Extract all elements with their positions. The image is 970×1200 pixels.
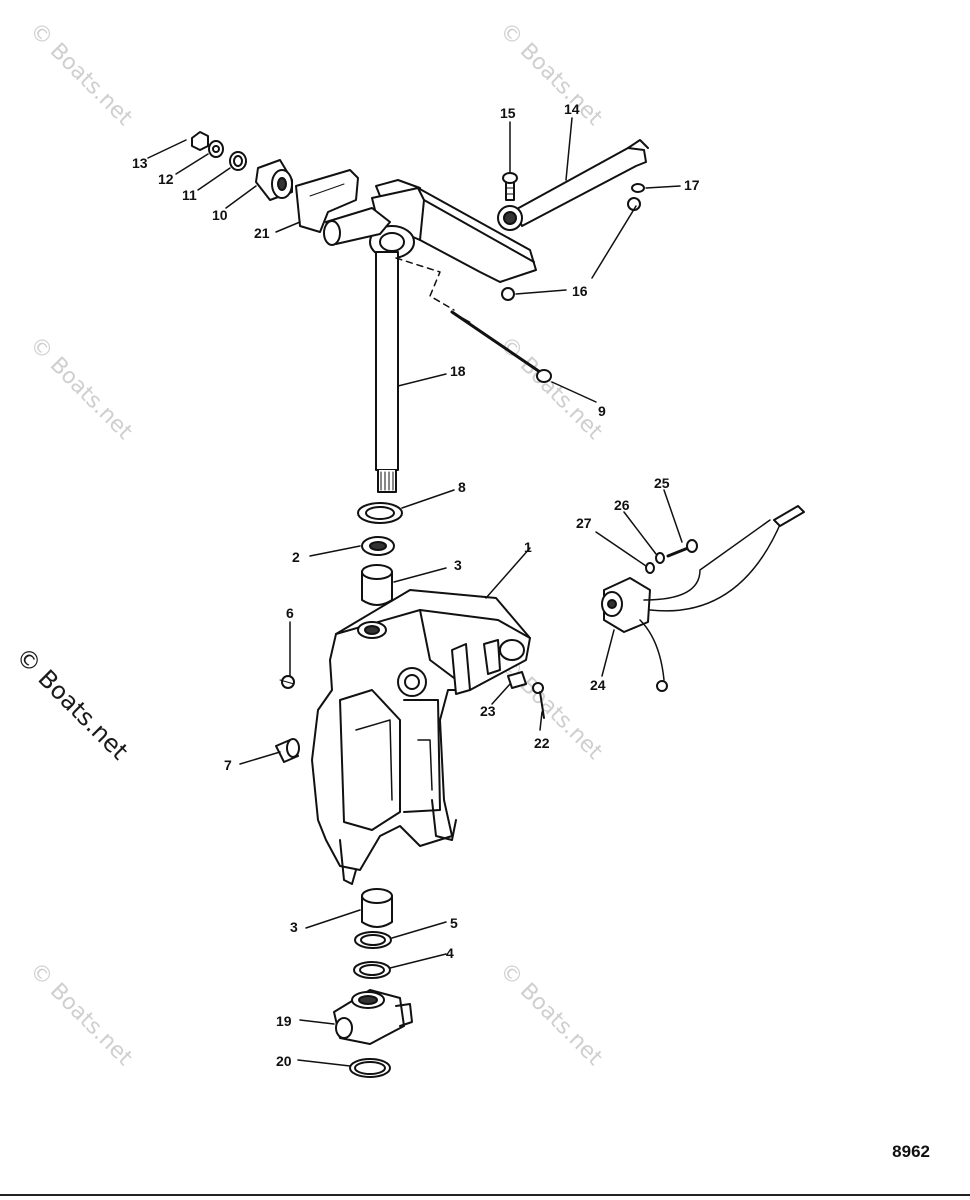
callout-13: 13 <box>132 155 148 171</box>
bottom-border <box>0 1194 970 1196</box>
callout-17: 17 <box>684 177 700 193</box>
bushing-3-upper <box>361 564 393 606</box>
bolt-15 <box>502 172 518 201</box>
leader-lines <box>147 117 683 1067</box>
callout-3-lower: 3 <box>290 919 298 935</box>
callout-6: 6 <box>286 605 294 621</box>
callout-14: 14 <box>564 101 580 117</box>
swivel-bracket <box>311 589 531 885</box>
callout-7: 7 <box>224 757 232 773</box>
bushing-3-lower <box>361 888 393 928</box>
callout-18: 18 <box>450 363 466 379</box>
callout-16: 16 <box>572 283 588 299</box>
callout-27: 27 <box>576 515 592 531</box>
callout-12: 12 <box>158 171 174 187</box>
clip-23 <box>507 671 527 689</box>
callout-1: 1 <box>524 539 532 555</box>
trim-sender <box>601 505 805 692</box>
figure-number: 8962 <box>892 1142 930 1161</box>
screw-22 <box>532 682 545 719</box>
washer-8 <box>357 502 403 524</box>
washer-26 <box>655 552 665 564</box>
callout-26: 26 <box>614 497 630 513</box>
callout-21: 21 <box>254 225 270 241</box>
callout-5: 5 <box>450 915 458 931</box>
callout-10: 10 <box>212 207 228 223</box>
steering-tube <box>375 251 399 493</box>
callout-25: 25 <box>654 475 670 491</box>
callout-4: 4 <box>446 945 454 961</box>
bushing-7 <box>275 738 300 763</box>
steering-yoke <box>333 989 413 1045</box>
washer-27 <box>645 562 655 574</box>
callout-23: 23 <box>480 703 496 719</box>
washer-17 <box>631 183 645 193</box>
callout-9: 9 <box>598 403 606 419</box>
screw-25 <box>666 539 698 558</box>
nut-13 <box>191 131 209 151</box>
tie-bar <box>497 139 649 231</box>
callout-20: 20 <box>276 1053 292 1069</box>
nut-16 <box>501 287 515 301</box>
grease-fitting-6 <box>279 675 295 689</box>
bracket-plate <box>295 169 359 233</box>
callout-3: 3 <box>454 557 462 573</box>
callout-19: 19 <box>276 1013 292 1029</box>
callout-22: 22 <box>534 735 550 751</box>
washer-11 <box>229 151 247 171</box>
callout-15: 15 <box>500 105 516 121</box>
callout-24: 24 <box>590 677 606 693</box>
callout-2: 2 <box>292 549 300 565</box>
cross-tube <box>323 207 391 246</box>
through-bolt <box>450 310 552 383</box>
callout-8: 8 <box>458 479 466 495</box>
bushing-10 <box>255 159 293 201</box>
washer-12 <box>208 140 224 158</box>
callout-11: 11 <box>182 187 197 203</box>
